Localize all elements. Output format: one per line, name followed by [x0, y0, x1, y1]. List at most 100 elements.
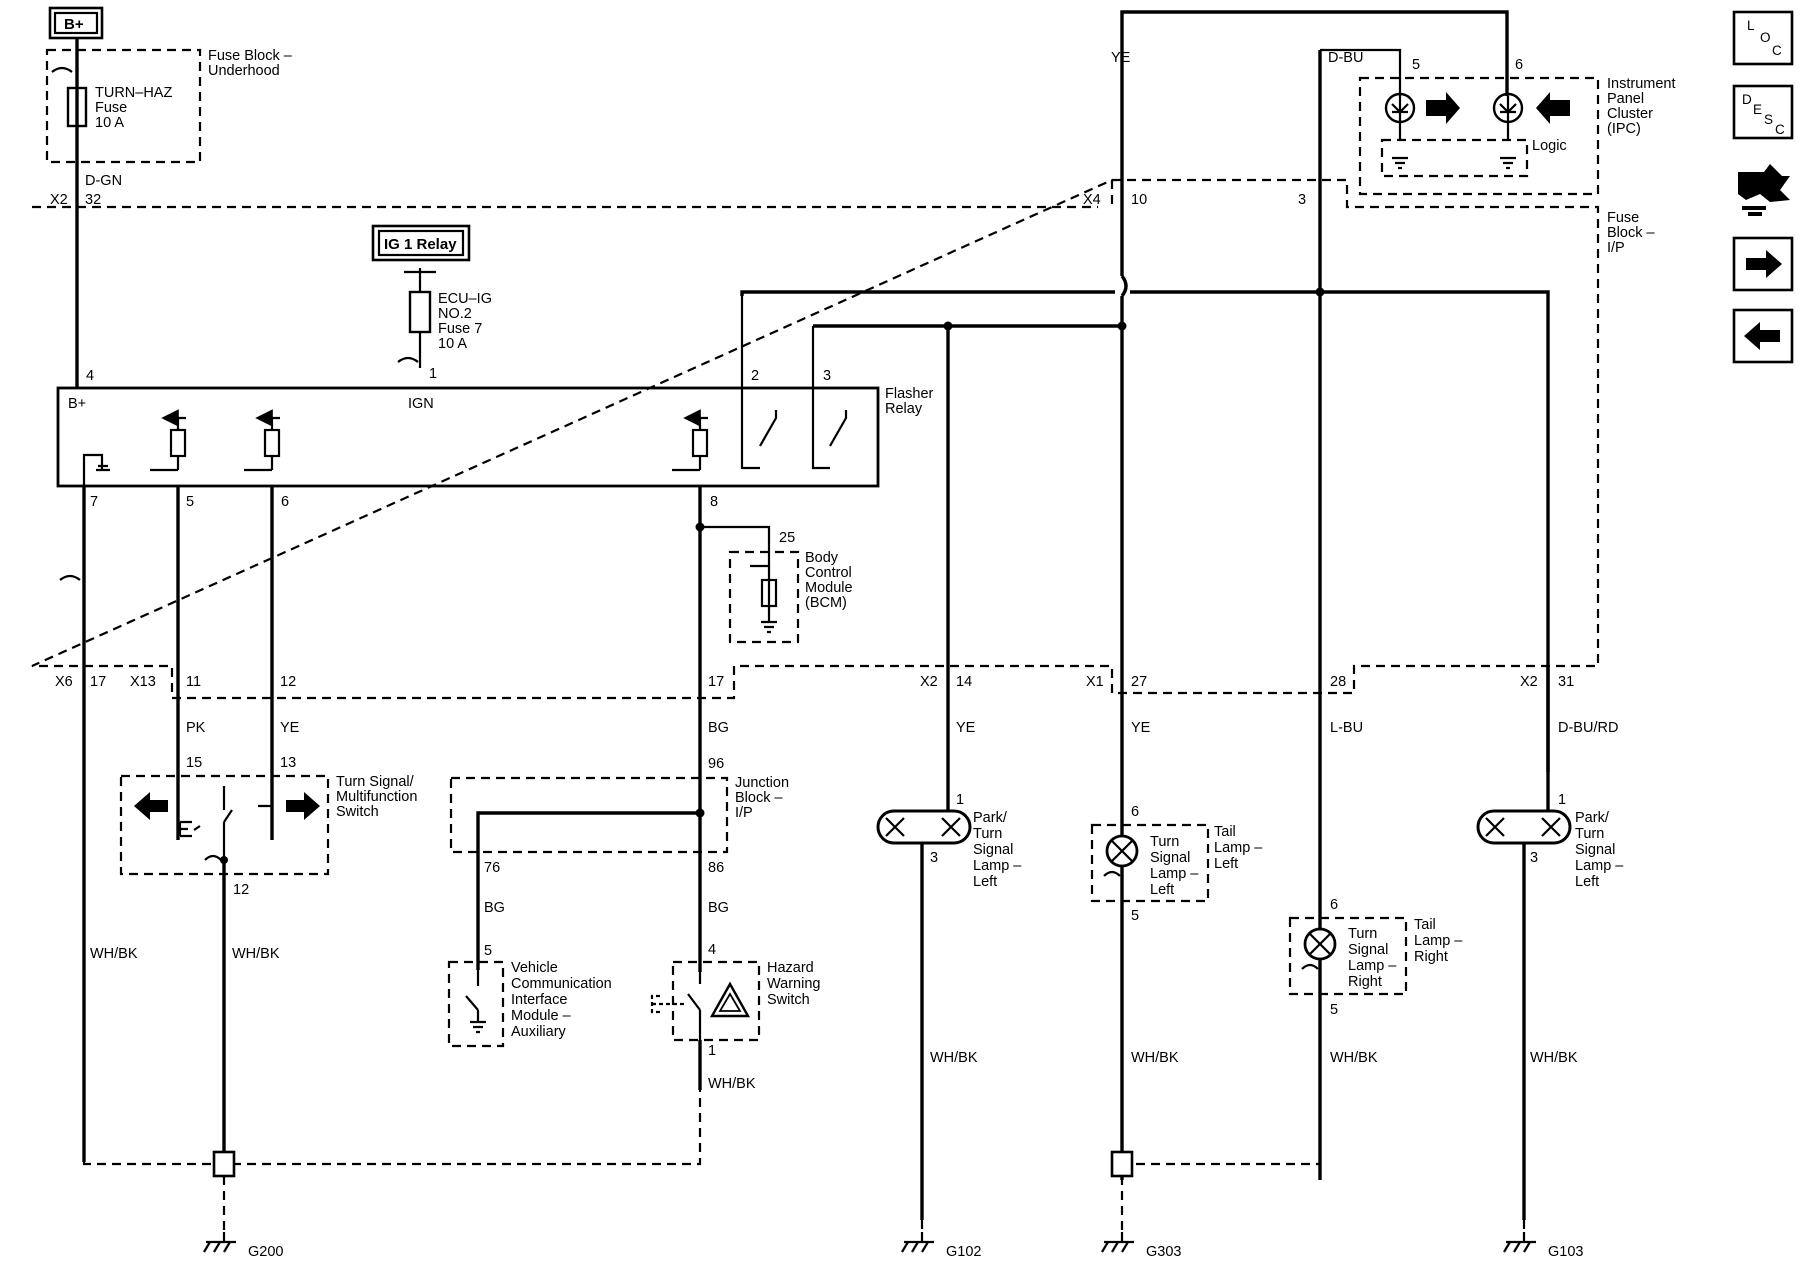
turn-signal-lamp-right: Turn Signal Lamp – Right Tail Lamp – Rig… [1288, 897, 1463, 1018]
diagram-label: WH/BK [708, 1076, 756, 1092]
diagram-label: Communication [511, 976, 612, 992]
ig1-relay: IG 1 Relay [371, 224, 471, 262]
connector-icon [51, 66, 73, 73]
diagram-label: Right [1348, 974, 1382, 990]
diagram-label: Signal [1575, 842, 1615, 858]
diagram-label: Turn [1150, 834, 1179, 850]
diagram-label: I/P [1607, 240, 1625, 256]
diagram-label: Right [1414, 949, 1448, 965]
diagram-label: Lamp – [1414, 933, 1463, 949]
diagram-label: Tail [1414, 917, 1436, 933]
diagram-label: Hazard [767, 960, 814, 976]
diagram-label: PK [186, 720, 206, 736]
diagram-label: C [1772, 43, 1782, 58]
diagram-label: 86 [708, 860, 724, 876]
loc-button[interactable]: L O C [1732, 10, 1794, 66]
diagram-label: Module [805, 580, 853, 596]
connector-end-view-icon[interactable] [1738, 164, 1790, 216]
next-page-button[interactable] [1732, 236, 1794, 292]
diagram-label: YE [1131, 720, 1151, 736]
diagram-label: BG [708, 720, 729, 736]
diagram-label: 6 [1131, 804, 1139, 820]
diagram-label: Interface [511, 992, 567, 1008]
diagram-label: Switch [336, 804, 379, 820]
diagram-label: S [1764, 112, 1773, 127]
diagram-label: Left [973, 874, 997, 890]
fuse-block-underhood: Fuse Block – Underhood TURN–HAZ Fuse 10 … [45, 48, 293, 164]
diagram-label: 6 [1330, 897, 1338, 913]
arrow-left-icon [1744, 322, 1780, 350]
diagram-label: 28 [1330, 674, 1346, 690]
diagram-label: (IPC) [1607, 121, 1641, 137]
diagram-label: 11 [186, 674, 201, 690]
diagram-label: 31 [1558, 674, 1574, 690]
diagram-label: Signal [973, 842, 1013, 858]
diagram-label: 27 [1131, 674, 1147, 690]
junction-block-ip: Junction Block – I/P 96 76 86 [449, 756, 789, 970]
diagram-label: Switch [767, 992, 810, 1008]
diagram-label: WH/BK [232, 946, 280, 962]
diagram-label: D-GN [85, 173, 122, 189]
splice-g303 [1110, 1150, 1134, 1178]
wire-ipc-left [1120, 10, 1509, 96]
diagram-label: Park/ [1575, 810, 1610, 826]
diagram-label: 3 [930, 850, 938, 866]
diagram-label: Underhood [208, 63, 280, 79]
desc-button[interactable]: D E S C [1732, 84, 1794, 140]
diagram-label: Left [1214, 856, 1238, 872]
diagram-label: WH/BK [1131, 1050, 1179, 1066]
diagram-label: WH/BK [90, 946, 138, 962]
diagram-label: Fuse Block – [208, 48, 293, 64]
diagram-label: Turn Signal/ [336, 774, 415, 790]
diagram-label: 3 [1298, 192, 1306, 208]
diagram-label: X6 [55, 674, 73, 690]
diagram-label: 6 [281, 494, 289, 510]
diagram-label: 76 [484, 860, 500, 876]
diagram-label: Left [1575, 874, 1599, 890]
previous-page-button[interactable] [1732, 308, 1794, 364]
diagram-label: 5 [186, 494, 194, 510]
diagram-label: 14 [956, 674, 972, 690]
arrow-left-icon [1536, 92, 1570, 124]
diagram-label: 32 [85, 192, 101, 208]
ground-loop-right [1120, 1162, 1322, 1180]
diagram-label: 4 [86, 368, 94, 384]
diagram-label: 3 [823, 368, 831, 384]
diagram-label: Warning [767, 976, 820, 992]
diagram-label: WH/BK [930, 1050, 978, 1066]
diagram-label: Lamp – [1348, 958, 1397, 974]
diagram-label: B+ [64, 16, 84, 33]
diagram-label: Vehicle [511, 960, 558, 976]
diagram-label: 8 [710, 494, 718, 510]
park-turn-signal-lamp-left: Park/ Turn Signal Lamp – Left 1 3 [876, 792, 1022, 890]
diagram-label: 2 [751, 368, 759, 384]
diagram-label: Lamp – [1214, 840, 1263, 856]
diagram-label: IG 1 Relay [384, 236, 457, 253]
diagram-label: TURN–HAZ [95, 85, 172, 101]
diagram-label: D-BU [1328, 50, 1363, 66]
diagram-label: Lamp – [1575, 858, 1624, 874]
ground-loop-left [82, 1090, 702, 1166]
turn-signal-multifunction-switch: Turn Signal/ Multifunction Switch 15 13 … [119, 755, 417, 898]
hazard-warning-switch: Hazard Warning Switch 4 1 [650, 942, 820, 1059]
diagram-label: 1 [429, 366, 437, 382]
flasher-relay: Flasher Relay B+ IGN 4 2 3 7 5 6 8 [56, 296, 934, 510]
diagram-label: 17 [90, 674, 106, 690]
diagram-label: IGN [408, 396, 434, 412]
diagram-label: 4 [708, 942, 716, 958]
diagram-label: 1 [708, 1043, 716, 1059]
park-turn-signal-lamp-right: Park/ Turn Signal Lamp – Left 1 3 [1476, 792, 1624, 890]
diagram-label: Signal [1150, 850, 1190, 866]
fuse-block-ip-outline [31, 178, 1600, 700]
diagram-label: 96 [708, 756, 724, 772]
diagram-label: Relay [885, 401, 923, 417]
diagram-label: Turn [1348, 926, 1377, 942]
diagram-label: X2 [920, 674, 938, 690]
diagram-label: 3 [1530, 850, 1538, 866]
diagram-label: Lamp – [1150, 866, 1199, 882]
diagram-label: 5 [484, 943, 492, 959]
diagram-label: Turn [973, 826, 1002, 842]
diagram-label: X4 [1083, 192, 1101, 208]
diagram-label: Turn [1575, 826, 1604, 842]
